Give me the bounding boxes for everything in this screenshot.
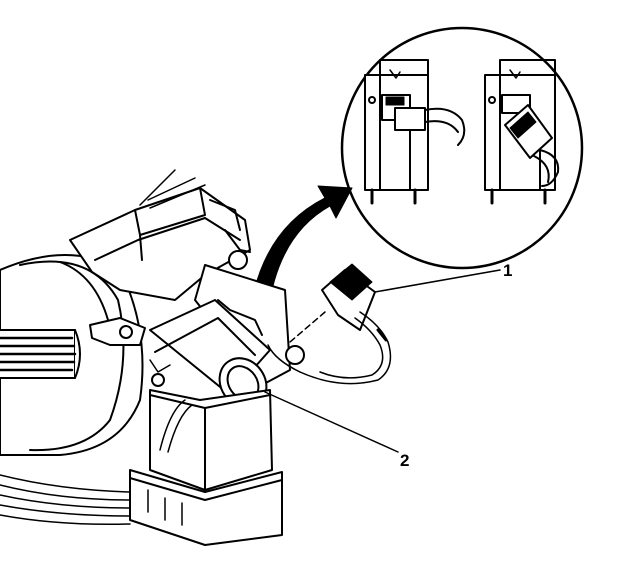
callout-label-1: 1 (503, 261, 513, 280)
electrical-connector (267, 263, 392, 385)
wiring-harness (0, 399, 193, 526)
leader-line-1 (374, 269, 501, 293)
callout-label-2: 2 (400, 451, 410, 470)
switch-body (129, 359, 283, 546)
inset-view-installed (364, 59, 466, 205)
detail-inset (340, 26, 584, 270)
leader-line-2 (264, 391, 399, 453)
inset-view-removed (484, 59, 560, 205)
